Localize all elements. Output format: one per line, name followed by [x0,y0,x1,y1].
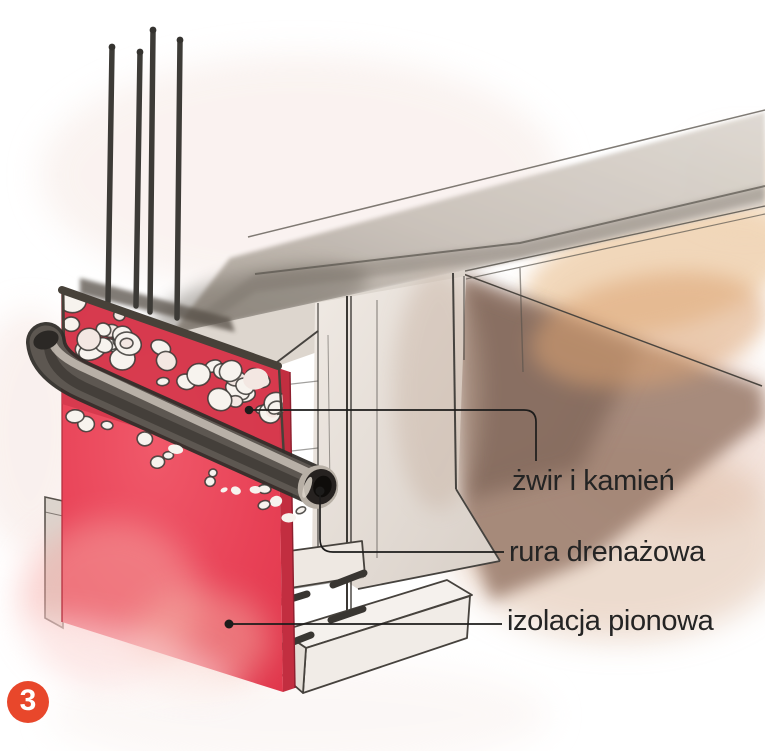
badge-number: 3 [19,684,37,717]
gravel-stone [100,420,114,431]
gravel-stone [204,475,216,488]
gravel-stone [155,376,170,387]
drainpipe-leader-line [319,494,504,553]
gravel-stones-below-pipe [65,408,307,523]
gravel-stone [249,485,262,494]
gravel-stone [191,367,208,382]
rebar-rods [105,26,184,321]
footing-strip [152,109,765,343]
gravel-stone [63,316,81,333]
pipe-bend-end [33,330,59,350]
rebar-rod [174,38,183,321]
rebar-stub [329,569,368,589]
gravel-stone [230,486,241,495]
gravel-stone [218,359,243,383]
rebar-rod [105,45,115,305]
callout-leaders [224,405,537,629]
gravel-stones [63,293,287,424]
label-drainpipe: rura drenażowa [509,536,705,568]
gravel-callout-dot [244,405,254,415]
gravel-stone [95,322,112,338]
gravel-stone [207,387,233,412]
ground-line [457,271,763,387]
gravel-stone [149,455,166,470]
gravel-stone [220,487,228,493]
rebar-rod [133,50,143,309]
gravel-leader-line [253,409,537,461]
gravel-stone [155,350,178,372]
gravel-stone [208,468,218,478]
gravel-stone [257,499,271,511]
gravel-stone [168,444,184,454]
gravel-board-top-edge [58,286,282,370]
drainpipe-callout-dot [315,486,325,496]
foundation-wall-face [271,270,501,627]
gravel-stone [162,450,175,461]
label-insulation: izolacja pionowa [507,605,714,637]
drainage-pipe [26,322,339,509]
gravel-stone [281,513,296,523]
gravel-stone [295,506,307,515]
gravel-stone [76,327,102,352]
gravel-stone [81,420,93,431]
gravel-stone [269,495,283,507]
trench-corner-line [519,267,524,373]
rebar-stub [327,605,367,624]
insulation-callout-dot [224,619,234,629]
soil-wash [457,271,765,600]
gravel-stone [243,368,269,390]
gravel-stone [119,337,134,350]
rebar-rod [147,28,156,315]
gravel-stone [136,431,154,447]
gravel-stone [65,408,85,424]
step-badge: 3 [7,681,49,723]
label-gravel: żwir i kamień [512,465,675,497]
